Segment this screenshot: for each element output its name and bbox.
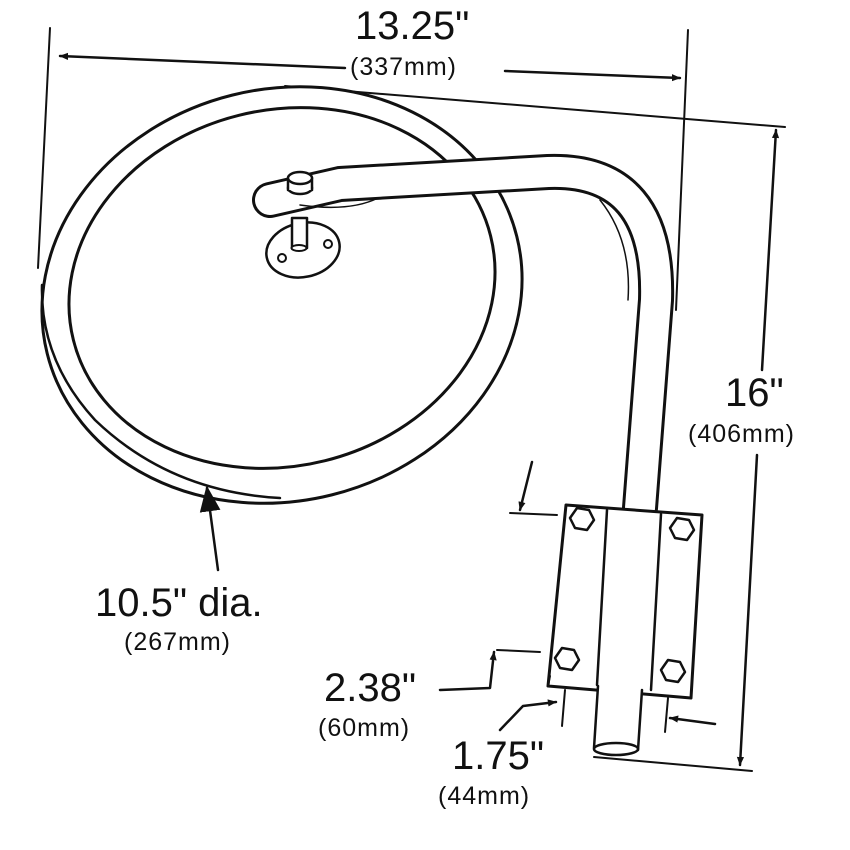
diameter-metric-label: (267mm) (124, 628, 232, 656)
tube-width-imperial-label: 1.75" (452, 734, 545, 778)
bracket-arrow-bottom (438, 650, 497, 692)
tube-ext-left (561, 689, 566, 727)
bracket-ext-bottom (496, 649, 541, 653)
tube-ext-right (664, 697, 669, 733)
height-extension-top (284, 85, 786, 128)
bracket-height-imperial-label: 2.38" (324, 666, 417, 710)
width-imperial-label: 13.25" (355, 4, 470, 48)
height-extension-bottom (593, 756, 753, 772)
height-arrow-bottom (736, 453, 759, 767)
tube-width-metric-label: (44mm) (438, 782, 531, 810)
height-arrow-top (760, 128, 780, 372)
bracket-ext-top (509, 512, 558, 516)
tube-arrow-left (498, 699, 558, 732)
diameter-arrow (199, 485, 221, 572)
diameter-imperial-label: 10.5" dia. (95, 581, 263, 625)
height-metric-label: (406mm) (688, 420, 796, 448)
bracket-height-metric-label: (60mm) (318, 714, 411, 742)
width-extension-left (37, 27, 51, 269)
bracket-arrow-top (518, 460, 534, 512)
bracket-assembly (546, 503, 704, 757)
width-extension-right (675, 29, 689, 311)
width-metric-label: (337mm) (350, 53, 458, 81)
width-arrow-right (503, 69, 682, 82)
height-imperial-label: 16" (725, 371, 784, 415)
width-arrow-left (58, 52, 347, 70)
mirror-arm (252, 153, 675, 526)
tube-arrow-right (668, 715, 717, 726)
mirror-mount-plate (265, 216, 341, 279)
mirror-head (40, 85, 524, 505)
